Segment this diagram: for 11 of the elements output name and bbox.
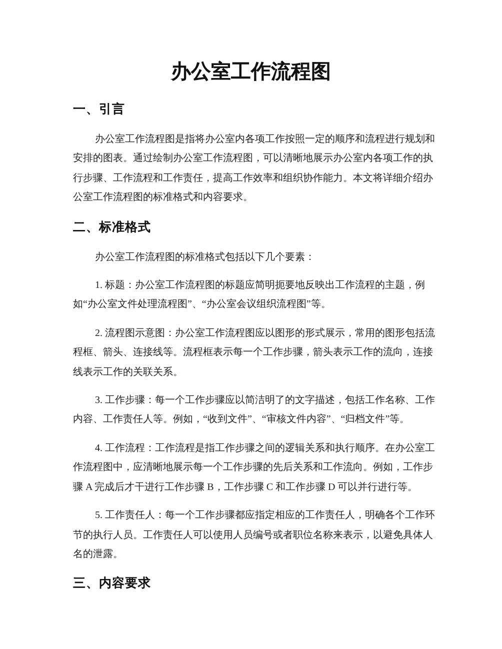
section-heading: 三、内容要求: [73, 574, 152, 592]
paragraph: 3. 工作步骤：每一个工作步骤应以简洁明了的文字描述，包括工作名称、工作内容、工作责任人等。例如，“收到文件”、“审核文件内容”、“归档文件”等。: [73, 394, 435, 428]
page-title: 办公室工作流程图: [170, 58, 332, 85]
paragraph: 1. 标题：办公室工作流程图的标题应简明扼要地反映出工作流程的主题，例如“办公室文件处理流程图”、“办公室会议组织流程图”等。: [73, 278, 426, 312]
section-heading: 二、标准格式: [73, 218, 152, 236]
paragraph: 办公室工作流程图的标准格式包括以下几个要素：: [94, 250, 316, 265]
section-heading: 一、引言: [73, 100, 126, 118]
paragraph: 4. 工作流程：工作流程是指工作步骤之间的逻辑关系和执行顺序。在办公室工作流程图中，应清晰地展示每一个工作步骤的先后关系和工作流向。例如，工作步骤 A 完成后才干进行工作步骤 B，工作步骤 C 和工作步骤 D 可以并行进行等。: [73, 442, 435, 495]
paragraph: 2. 流程图示意图：办公室工作流程图应以图形的形式展示，常用的图形包括流程框、箭头、连接线等。流程框表示每一个工作步骤，箭头表示工作的流向，连接线表示工作的关联关系。: [73, 326, 435, 380]
paragraph: 办公室工作流程图是指将办公室内各项工作按照一定的顺序和流程进行规划和安排的图表。通过绘制办公室工作流程图，可以清晰地展示办公室内各项工作的执行步骤、工作流程和工作责任，提高工作效率和组织协作能力。本文将详细介绍办公室工作流程图的标准格式和内容要求。: [73, 132, 435, 206]
paragraph: 5. 工作责任人：每一个工作步骤都应指定相应的工作责任人，明确各个工作环节的执行人员。工作责任人可以使用人员编号或者职位名称来表示，以避免具体人名的泄露。: [73, 508, 435, 562]
